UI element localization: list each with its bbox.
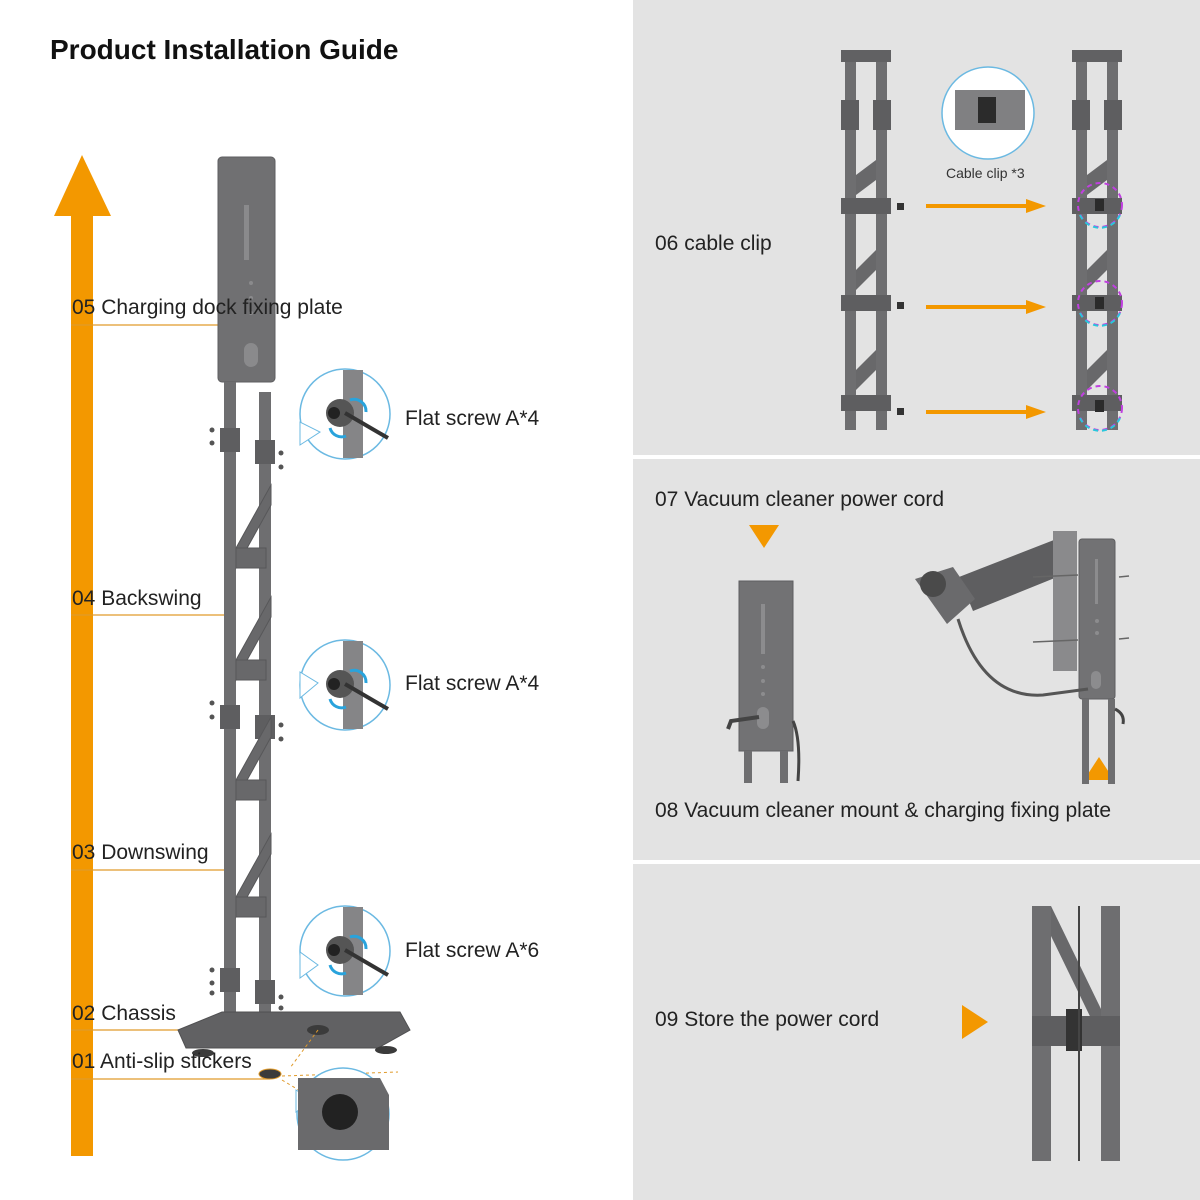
- leader-lines: [71, 324, 270, 1080]
- label-screw-middle: Flat screw A*4: [405, 672, 540, 695]
- step-power-cord: 07 Vacuum cleaner power cord 08 Vacuum c…: [633, 459, 1200, 860]
- right-arrow: [962, 1005, 988, 1039]
- label-cable-clip: 06 cable clip: [655, 232, 772, 255]
- page-title: Product Installation Guide: [50, 34, 399, 65]
- label-screw-top: Flat screw A*4: [405, 407, 540, 430]
- store-cord-illustration: [962, 906, 1120, 1161]
- label-power-cord: 07 Vacuum cleaner power cord: [655, 488, 945, 511]
- assembly-panel: Product Installation Guide: [50, 34, 540, 1161]
- label-screw-bottom: Flat screw A*6: [405, 939, 540, 962]
- step-cable-clip: 06 cable clip Cable clip *3: [633, 0, 1200, 455]
- right-rail: [259, 392, 271, 1022]
- label-downswing: 03 Downswing: [72, 841, 209, 864]
- label-cable-clip-count: Cable clip *3: [946, 165, 1025, 181]
- upward-arrow-shaft: [71, 216, 93, 1156]
- up-arrow: [1084, 757, 1114, 780]
- power-cord-illustration: [726, 525, 1130, 784]
- assembly-illustration: [54, 155, 411, 1161]
- screw-callout-bottom: [299, 905, 391, 997]
- label-chassis: 02 Chassis: [72, 1002, 176, 1025]
- down-arrow: [749, 525, 779, 548]
- step-store-cord: 09 Store the power cord: [633, 864, 1200, 1200]
- screw-callout-top: [299, 368, 391, 460]
- anti-slip-callout: [295, 1067, 390, 1161]
- screw-callout-middle: [299, 639, 391, 731]
- chassis-base: [177, 1011, 411, 1049]
- upward-arrow-head: [54, 155, 111, 216]
- label-charging-dock-plate: 05 Charging dock fixing plate: [72, 296, 343, 319]
- label-backswing: 04 Backswing: [72, 587, 202, 610]
- cable-clip-illustration: [841, 50, 1123, 432]
- label-mount-plate: 08 Vacuum cleaner mount & charging fixin…: [655, 799, 1112, 822]
- left-rail: [224, 382, 236, 1022]
- label-store-cord: 09 Store the power cord: [655, 1008, 880, 1031]
- charging-dock-plate: [217, 156, 276, 383]
- steps-panel: 06 cable clip Cable clip *3: [633, 0, 1200, 1200]
- label-anti-slip-stickers: 01 Anti-slip stickers: [72, 1050, 252, 1073]
